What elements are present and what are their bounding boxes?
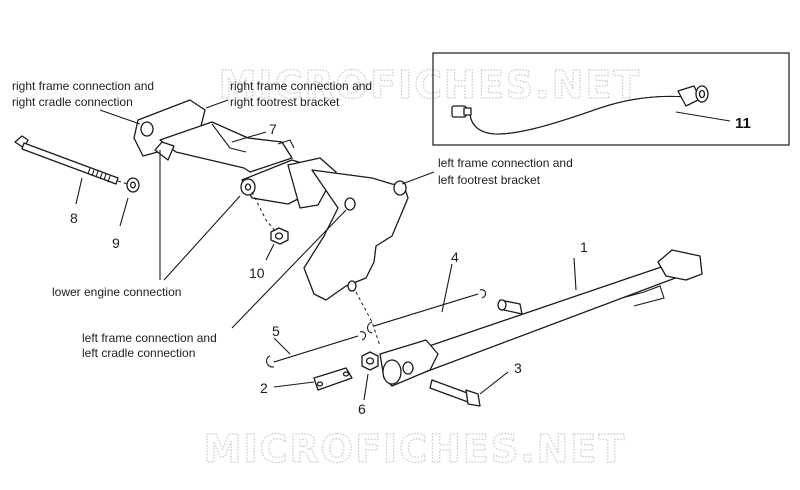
label-right-frame-footrest-line2: right footrest bracket bbox=[230, 95, 340, 109]
long-spring-part-4[interactable] bbox=[366, 289, 487, 334]
short-spring-part-5[interactable] bbox=[265, 331, 367, 368]
watermark-top: MICROFICHES.NET bbox=[219, 63, 642, 107]
label-left-frame-cradle-line1: left frame connection and bbox=[82, 331, 217, 345]
label-left-frame-footrest-line2: left footrest bracket bbox=[438, 173, 541, 187]
label-left-frame-cradle-line2: left cradle connection bbox=[82, 346, 195, 360]
callout-10: 10 bbox=[249, 265, 265, 281]
sensor-inset-box bbox=[432, 52, 790, 146]
callout-4: 4 bbox=[451, 249, 459, 265]
assembly-line-bolt bbox=[117, 180, 129, 185]
nut-part-6[interactable] bbox=[361, 351, 379, 371]
callout-9: 9 bbox=[112, 235, 120, 251]
stand-bracket-part-7[interactable] bbox=[133, 99, 409, 301]
washer-part-9[interactable] bbox=[126, 177, 140, 193]
callout-11: 11 bbox=[735, 115, 751, 132]
pivot-pin[interactable] bbox=[497, 299, 523, 315]
label-right-frame-cradle-line1: right frame connection and bbox=[12, 79, 154, 93]
assembly-line-nut bbox=[251, 191, 277, 233]
plate-part-2[interactable] bbox=[313, 367, 353, 391]
callout-2: 2 bbox=[260, 380, 268, 396]
callout-7: 7 bbox=[269, 121, 277, 137]
callout-5: 5 bbox=[272, 323, 280, 339]
label-right-frame-cradle-line2: right cradle connection bbox=[12, 95, 133, 109]
nut-part-10[interactable] bbox=[270, 227, 289, 245]
callout-6: 6 bbox=[358, 401, 366, 417]
assembly-line-stand bbox=[355, 291, 381, 347]
bolt-part-3[interactable] bbox=[429, 379, 481, 407]
callout-3: 3 bbox=[514, 360, 522, 376]
label-lower-engine: lower engine connection bbox=[52, 285, 181, 299]
leader-lines bbox=[75, 99, 731, 401]
callout-1: 1 bbox=[580, 239, 588, 255]
side-stand-part-1[interactable] bbox=[379, 249, 703, 387]
callout-8: 8 bbox=[70, 210, 78, 226]
label-left-frame-footrest-line1: left frame connection and bbox=[438, 156, 573, 170]
sidestand-sensor-part-11[interactable] bbox=[451, 85, 709, 135]
long-bolt-part-8[interactable] bbox=[14, 135, 119, 185]
label-right-frame-footrest-line1: right frame connection and bbox=[230, 79, 372, 93]
watermark-bottom: MICROFICHES.NET bbox=[204, 427, 627, 471]
